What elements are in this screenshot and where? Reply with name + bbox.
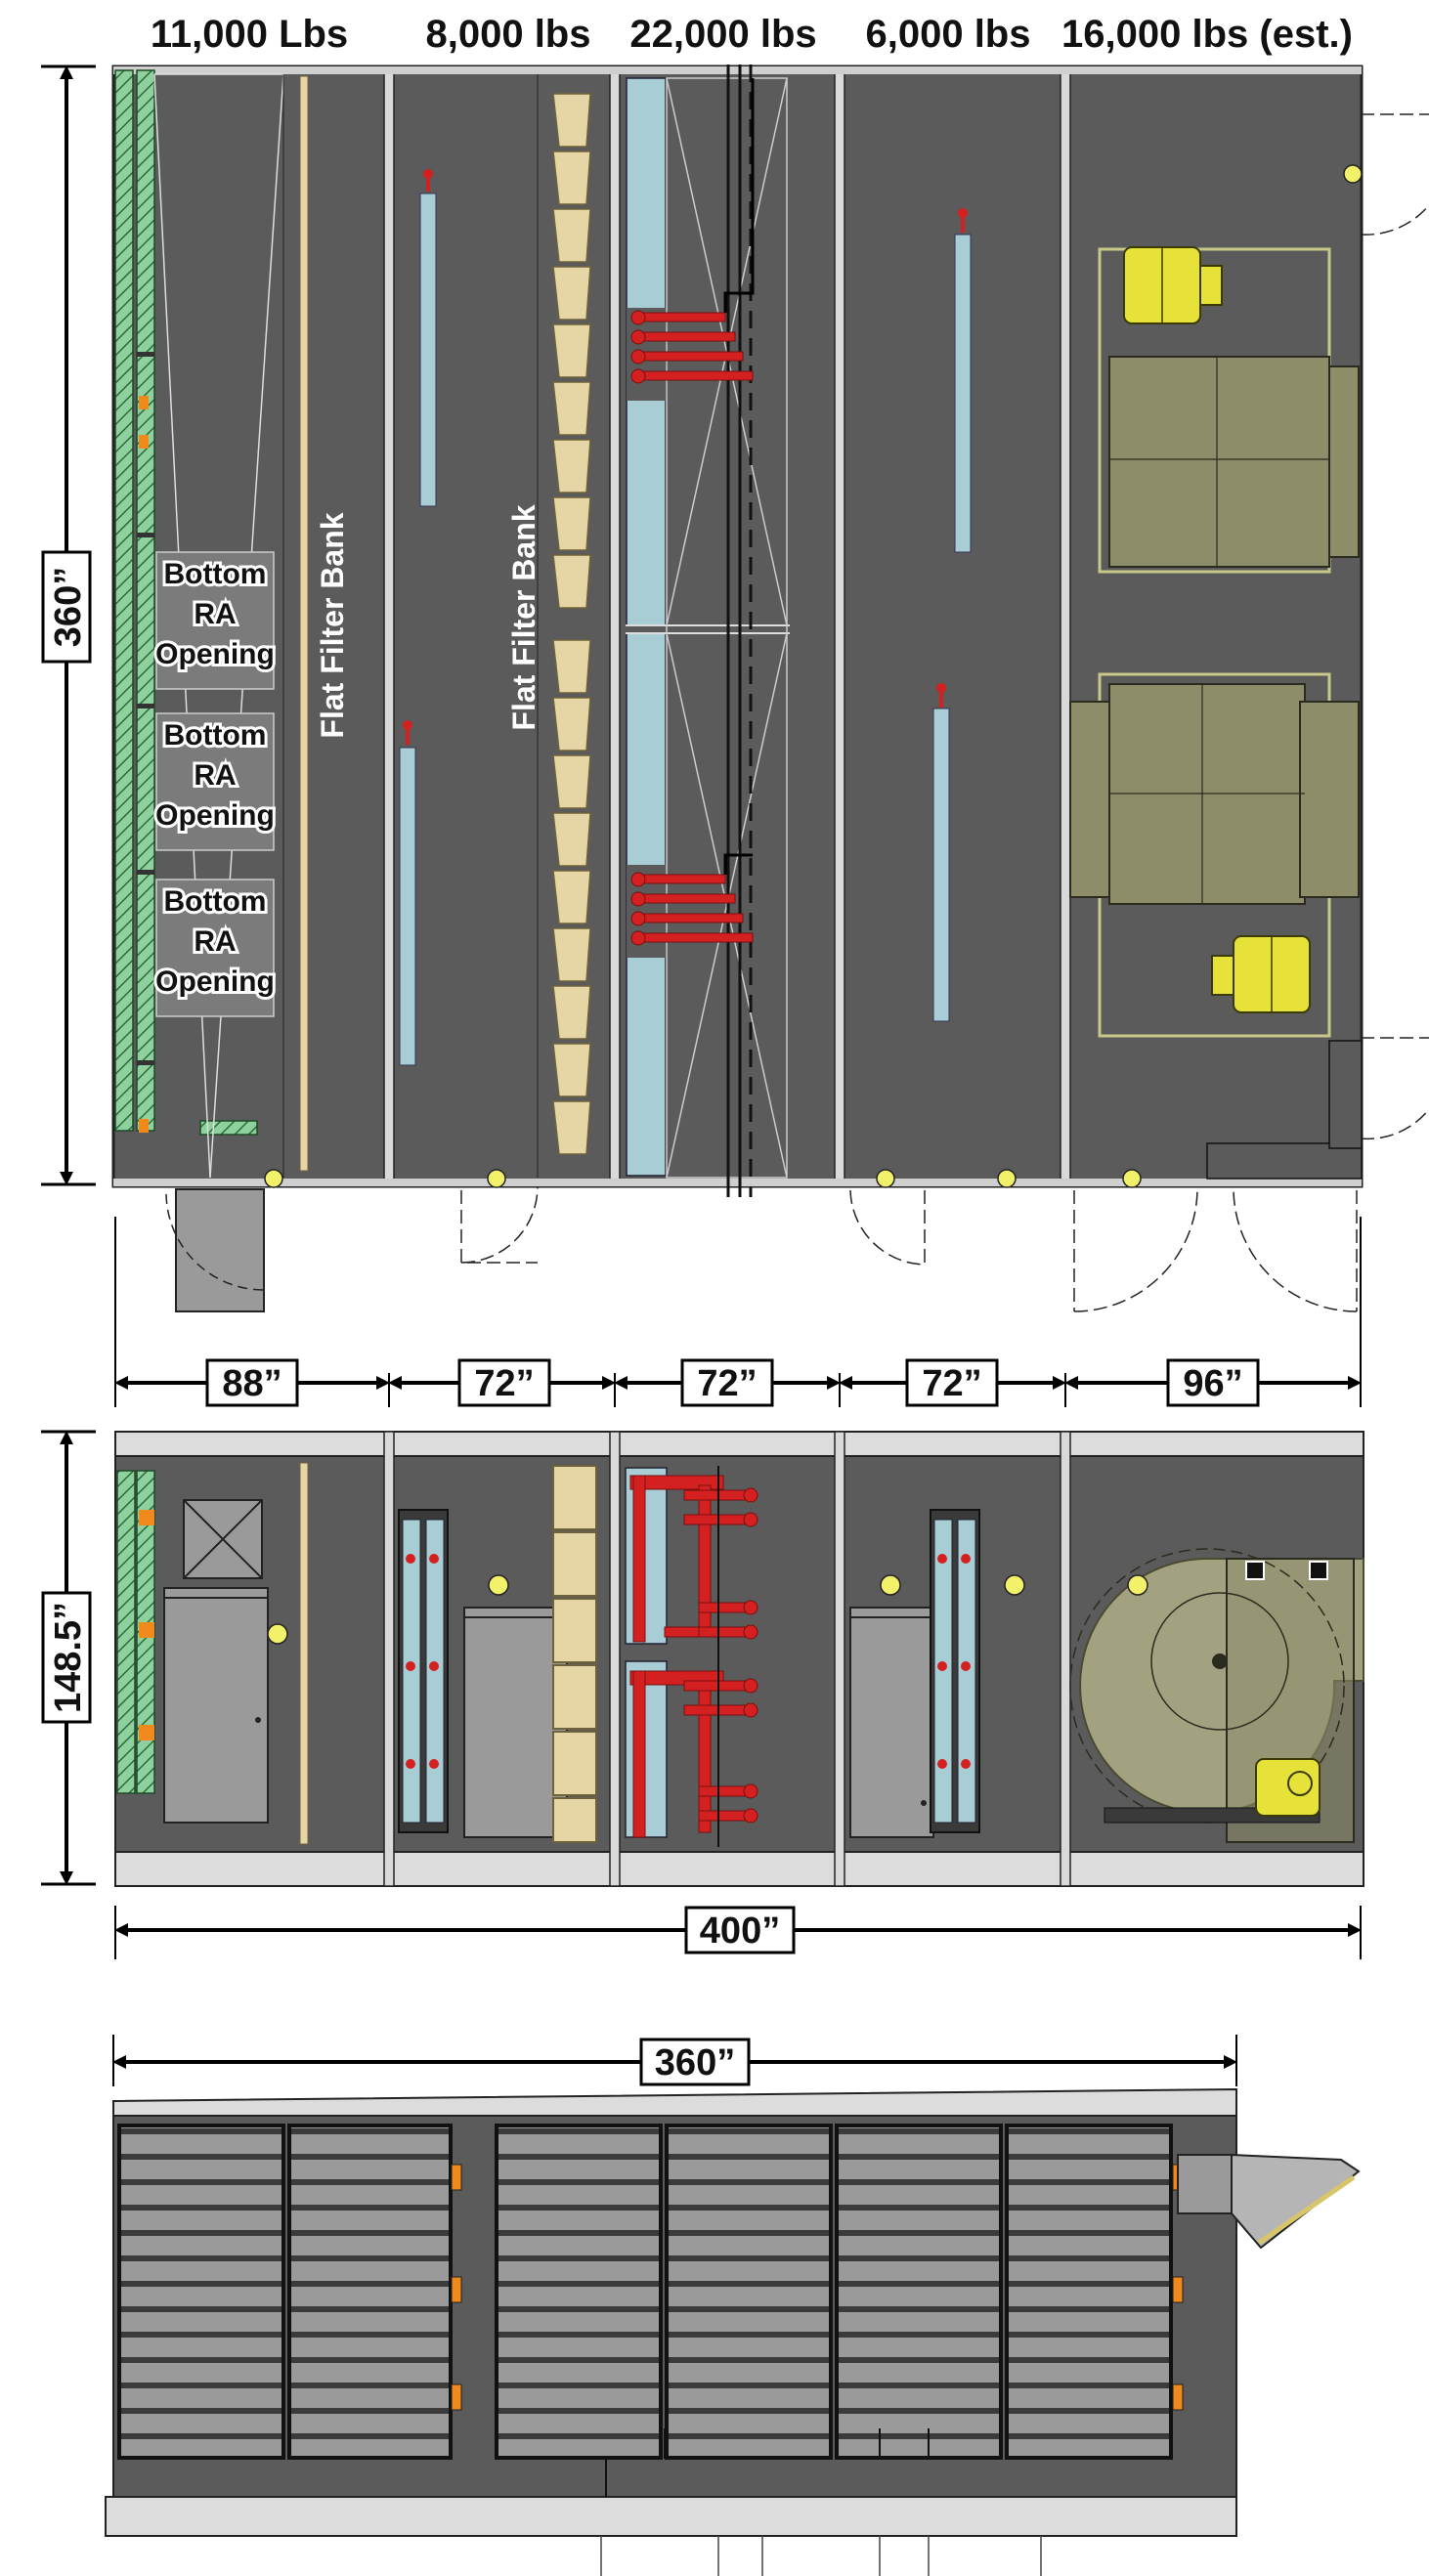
ra-opening-3-line3: Opening bbox=[155, 966, 275, 998]
section-4-weight: 6,000 lbs bbox=[865, 13, 1030, 56]
flat-filter-bank-2-label: Flat Filter Bank bbox=[506, 504, 541, 730]
pleated-filter-bank bbox=[552, 93, 591, 1155]
elevation-coil-s2 bbox=[398, 1509, 449, 1833]
section-4-plan bbox=[932, 208, 972, 1022]
section-weights: 11,000 Lbs 8,000 lbs 22,000 lbs 6,000 lb… bbox=[151, 13, 1353, 56]
elevation-view bbox=[114, 1431, 1364, 1887]
coil-piping-upper bbox=[630, 310, 754, 384]
louver-panels bbox=[117, 2124, 1173, 2460]
flat-filter-bank-1: Flat Filter Bank bbox=[282, 74, 350, 1178]
section-1-width: 88” bbox=[222, 1363, 281, 1404]
elevation-damper bbox=[116, 1470, 155, 1794]
end-view bbox=[105, 2087, 1361, 2576]
section-2-plan: Flat Filter Bank bbox=[399, 74, 591, 1178]
ra-opening-1-line1: Bottom bbox=[164, 558, 267, 590]
light-fixture-icon bbox=[264, 164, 1363, 1188]
access-door-1 bbox=[163, 1587, 269, 1824]
section-1-weight: 11,000 Lbs bbox=[151, 13, 348, 56]
end-width-label: 360” bbox=[655, 2042, 735, 2083]
end-width-dimension: 360” bbox=[112, 2035, 1237, 2086]
overall-length-dimension: 400” bbox=[114, 1906, 1362, 1959]
return-air-plenum-box bbox=[165, 1188, 265, 1312]
bottom-ra-openings: Bottom RA Opening Bottom RA Opening Bott… bbox=[152, 551, 278, 1017]
section-4-width: 72” bbox=[922, 1363, 981, 1404]
overall-length-label: 400” bbox=[700, 1911, 780, 1952]
plan-view: Bottom RA Opening Bottom RA Opening Bott… bbox=[111, 64, 1429, 1312]
exhaust-hood bbox=[1177, 2153, 1361, 2250]
coil-piping-lower bbox=[630, 872, 754, 946]
access-door-2 bbox=[463, 1607, 568, 1838]
door-swing-icon bbox=[460, 113, 1429, 1312]
section-width-dimensions: 88” 72” 72” 72” 96” bbox=[114, 1217, 1362, 1407]
section-5-weight: 16,000 lbs (est.) bbox=[1061, 13, 1353, 56]
section-5-width: 96” bbox=[1183, 1363, 1242, 1404]
plan-height-dimension: 360” bbox=[41, 64, 96, 1186]
ra-opening-2-line2: RA bbox=[194, 759, 236, 792]
elevation-fan-motor bbox=[1255, 1758, 1321, 1817]
ra-opening-3-line1: Bottom bbox=[164, 885, 267, 918]
outdoor-air-damper bbox=[114, 69, 258, 1136]
light-fixture-icon bbox=[267, 1574, 1148, 1645]
section-2-width: 72” bbox=[474, 1363, 534, 1404]
section-3-plan bbox=[626, 64, 790, 1197]
ra-opening-1-line2: RA bbox=[194, 598, 236, 630]
section-3-width: 72” bbox=[697, 1363, 757, 1404]
ra-opening-3-line2: RA bbox=[194, 925, 236, 958]
plan-height-label: 360” bbox=[48, 567, 89, 647]
section-2-weight: 8,000 lbs bbox=[425, 13, 590, 56]
ra-opening-1-line3: Opening bbox=[155, 638, 275, 670]
section-3-weight: 22,000 lbs bbox=[629, 13, 816, 56]
fan-motor-upper bbox=[1123, 246, 1223, 324]
elevation-coil-s3 bbox=[625, 1466, 758, 1847]
elevation-ra-hood bbox=[183, 1499, 263, 1579]
ra-opening-2-line3: Opening bbox=[155, 799, 275, 832]
ra-opening-2-line1: Bottom bbox=[164, 719, 267, 751]
access-door-4 bbox=[849, 1607, 934, 1838]
elevation-filter-s2 bbox=[552, 1465, 597, 1843]
elevation-height-label: 148.5” bbox=[48, 1602, 89, 1713]
fan-housing-upper bbox=[1108, 356, 1360, 568]
elevation-fan bbox=[1069, 1548, 1364, 1843]
fan-motor-lower bbox=[1211, 935, 1311, 1013]
section-5-plan bbox=[1069, 246, 1363, 1180]
flat-filter-bank-1-label: Flat Filter Bank bbox=[315, 512, 350, 738]
elevation-coil-s4 bbox=[930, 1509, 980, 1833]
elevation-height-dimension: 148.5” bbox=[41, 1430, 96, 1886]
